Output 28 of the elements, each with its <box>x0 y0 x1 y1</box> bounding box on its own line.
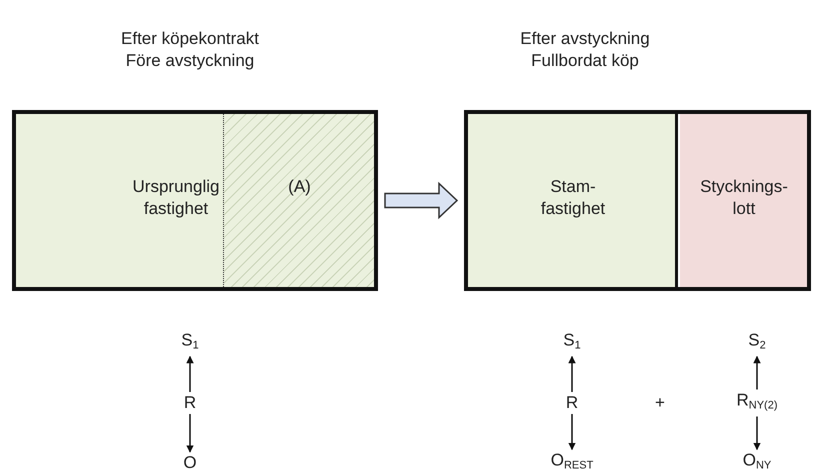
parcel-name: Ursprunglig fastighet <box>132 176 220 220</box>
symbol-label: O <box>183 453 197 473</box>
arrow <box>186 414 194 453</box>
land-parcel <box>468 114 678 287</box>
arrow <box>753 416 761 450</box>
land-parcel <box>680 114 807 287</box>
heading: Efter köpekontrakt Före avstyckning <box>120 28 260 72</box>
arrow <box>753 356 761 390</box>
land-parcel-outline <box>464 110 811 291</box>
symbol-label: S$_{2}$ <box>748 330 766 356</box>
symbol-label: R <box>566 393 578 413</box>
parcel-name: Stycknings- lott <box>699 176 789 220</box>
symbol-label: S$_{1}$ <box>181 330 199 356</box>
symbol-label: S$_{1}$ <box>563 330 581 356</box>
symbol-label: O$_{NY}$ <box>742 450 772 473</box>
symbol-label: R$_{NY(2)}$ <box>736 390 778 416</box>
parcel-name: (A) <box>287 176 312 198</box>
hatched-area <box>223 114 374 287</box>
plus-sign: + <box>654 392 666 414</box>
symbol-label: R <box>184 393 196 413</box>
arrow <box>568 356 576 392</box>
block-arrow <box>384 182 458 220</box>
parcel-name: Stam- fastighet <box>540 176 606 220</box>
symbol-label: O$_{REST}$ <box>550 450 594 473</box>
arrow <box>186 356 194 392</box>
heading: Efter avstyckning Fullbordat köp <box>519 28 651 72</box>
arrow <box>568 414 576 450</box>
land-parcel <box>12 110 378 291</box>
